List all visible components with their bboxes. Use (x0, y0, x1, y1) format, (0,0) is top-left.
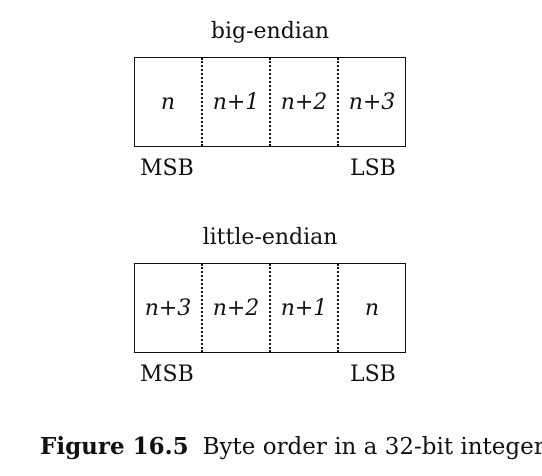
big-endian-title: big-endian (210, 19, 330, 44)
little-endian-byte-0: n+3 (144, 295, 192, 321)
big-endian-byte-box: n n+1 n+2 n+3 (134, 57, 406, 147)
little-endian-lsb-label: LSB (350, 362, 396, 387)
little-endian-title: little-endian (202, 225, 338, 250)
figure-number: Figure 16.5 (40, 433, 189, 460)
big-endian-diagram: big-endian n n+1 n+2 n+3 MSB LSB (0, 20, 542, 190)
big-endian-byte-2: n+2 (269, 58, 337, 146)
big-endian-lsb-label: LSB (350, 156, 396, 181)
little-endian-msb-label: MSB (140, 362, 194, 387)
figure-caption: Figure 16.5 Byte order in a 32-bit intege… (40, 433, 542, 461)
little-endian-byte-2: n+1 (269, 264, 337, 352)
little-endian-byte-box: n+3 n+2 n+1 n (134, 263, 406, 353)
big-endian-byte-1: n+1 (201, 58, 269, 146)
little-endian-diagram: little-endian n+3 n+2 n+1 n MSB LSB (0, 226, 542, 396)
figure-caption-text: Byte order in a 32-bit integer (202, 434, 542, 460)
little-endian-byte-3: n (337, 264, 405, 352)
little-endian-byte-1: n+2 (201, 264, 269, 352)
big-endian-byte-3: n+3 (337, 58, 405, 146)
big-endian-msb-label: MSB (140, 156, 194, 181)
big-endian-byte-0: n (160, 89, 176, 115)
